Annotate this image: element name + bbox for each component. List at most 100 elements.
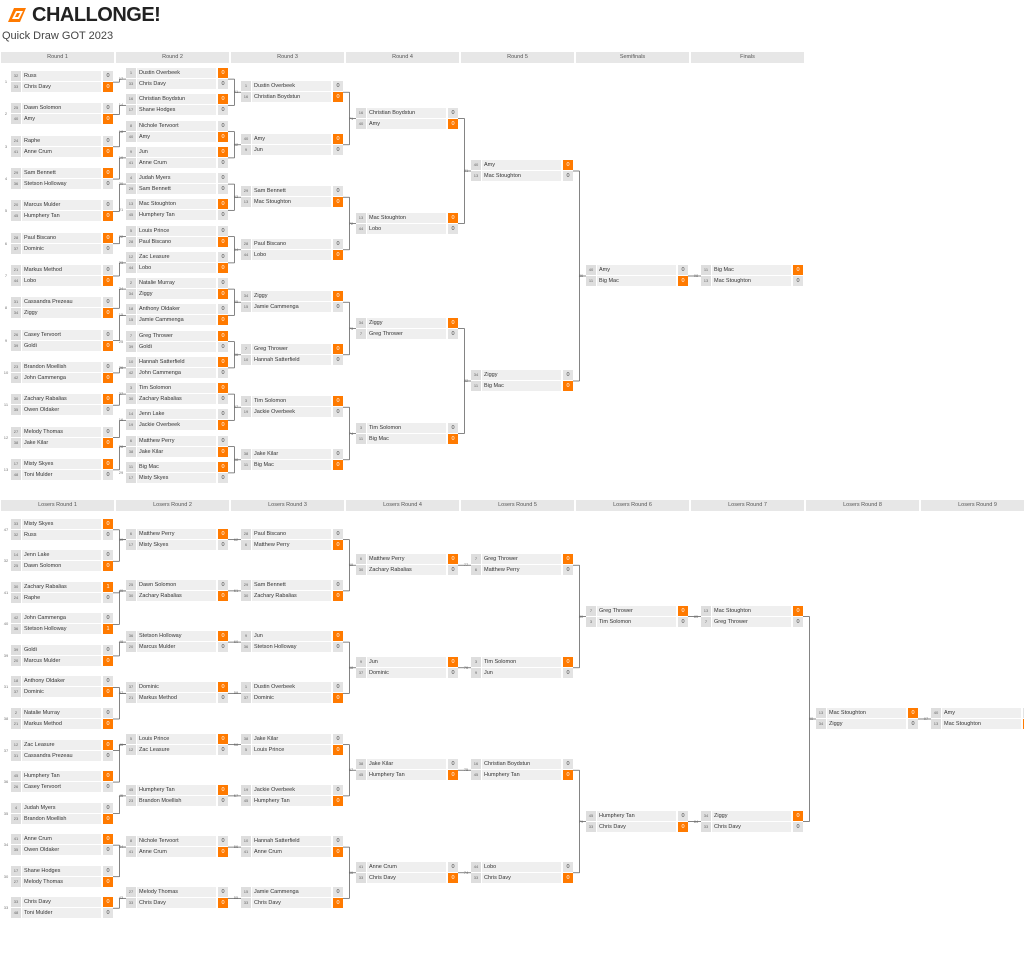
round-header-losers-1[interactable]: Losers Round 1 [1,500,114,511]
round-header-losers-8[interactable]: Losers Round 8 [806,500,919,511]
round-header-losers-3[interactable]: Losers Round 3 [231,500,344,511]
round-header-winners-7[interactable]: Finals [691,52,804,63]
round-header-winners-6[interactable]: Semifinals [576,52,689,63]
round-header-losers-9[interactable]: Losers Round 9 [921,500,1024,511]
round-header-winners-2[interactable]: Round 2 [116,52,229,63]
round-header-winners-5[interactable]: Round 5 [461,52,574,63]
challonge-logo[interactable]: CHALLONGE! [6,4,161,26]
round-header-losers-7[interactable]: Losers Round 7 [691,500,804,511]
round-header-losers-4[interactable]: Losers Round 4 [346,500,459,511]
